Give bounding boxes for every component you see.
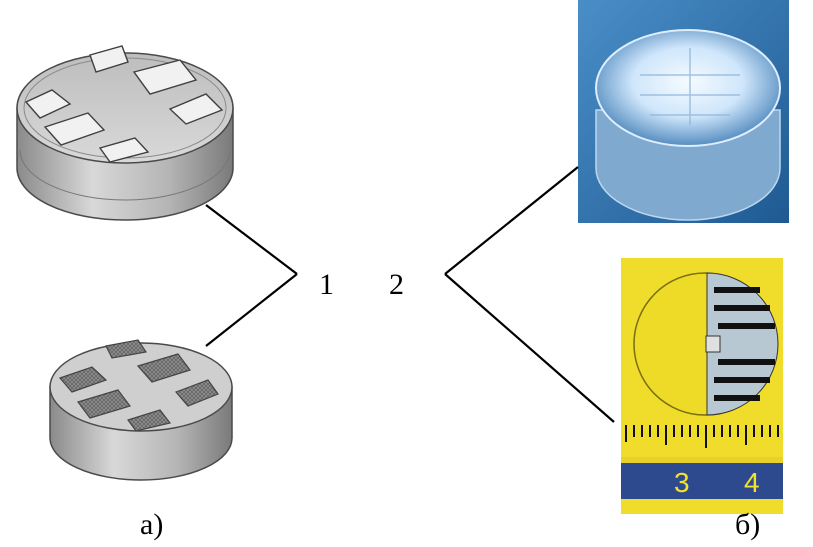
caption-b: б) [735,508,761,541]
leader-lines [205,166,615,423]
photo-sensor-board: 3 4 [621,258,783,514]
leader-line-top-left [205,204,298,275]
disc-top-left [16,45,234,221]
leader-line-bottom-right [444,273,615,423]
callout-label-2: 2 [389,268,404,301]
disc-bottom-left [49,339,233,481]
ruler-blue-strip [621,457,783,499]
disc-bottom-left-windows [58,339,219,432]
ruler-number-3: 3 [674,467,690,498]
photo-glass-disc [578,0,789,223]
callout-label-1: 1 [319,268,334,301]
leader-line-top-right [444,166,579,275]
photo-glass-disc-top [595,29,781,147]
ruler-number-4: 4 [744,467,760,498]
leader-line-bottom-left [205,273,298,347]
caption-a: а) [140,508,164,541]
ruler-ticks [625,425,779,448]
disc-top-left-windows [24,45,224,163]
photo-sensor-electrodes [714,287,775,401]
